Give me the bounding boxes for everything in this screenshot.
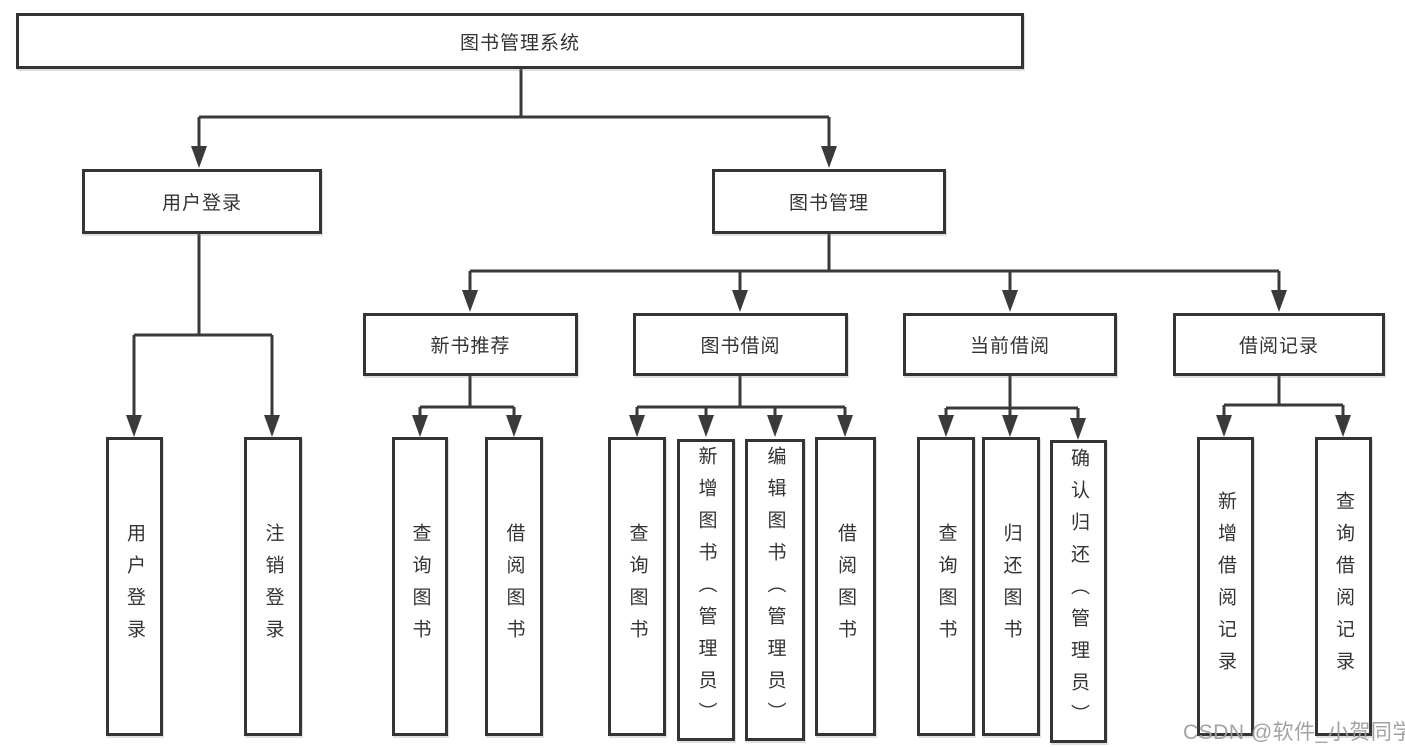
node-label: 借阅记录	[1238, 336, 1319, 357]
node-label: 借阅图书	[835, 522, 856, 651]
leaf-user-login: 用户登录	[106, 437, 163, 736]
node-label: 查询借阅记录	[1333, 490, 1354, 683]
node-current-borrowing: 当前借阅	[903, 313, 1117, 376]
node-label: 新增图书（管理员）	[695, 446, 717, 734]
node-label: 注销登录	[262, 522, 284, 651]
leaf-logout: 注销登录	[244, 437, 302, 736]
node-label: 当前借阅	[969, 336, 1050, 357]
node-new-book-recommend: 新书推荐	[363, 313, 578, 376]
node-label: 新增借阅记录	[1215, 490, 1236, 683]
node-label: 查询图书	[409, 522, 431, 651]
node-library-management-system: 图书管理系统	[16, 13, 1024, 69]
leaf-edit-books-admin: 编辑图书（管理员）	[745, 439, 805, 741]
node-book-borrowing: 图书借阅	[633, 313, 848, 376]
leaf-add-borrow-record: 新增借阅记录	[1197, 437, 1254, 736]
leaf-add-books-admin: 新增图书（管理员）	[677, 439, 735, 741]
node-label: 查询图书	[935, 522, 957, 651]
node-label: 图书管理系统	[459, 32, 580, 54]
node-label: 归还图书	[1000, 522, 1022, 651]
node-borrowing-records: 借阅记录	[1173, 313, 1385, 376]
leaf-query-borrow-record: 查询借阅记录	[1315, 437, 1372, 736]
node-label: 新书推荐	[430, 336, 511, 357]
node-label: 用户登录	[161, 193, 242, 214]
node-label: 查询图书	[626, 522, 648, 651]
node-user-login: 用户登录	[82, 169, 322, 234]
node-label: 编辑图书（管理员）	[764, 446, 786, 734]
node-label: 用户登录	[124, 522, 145, 651]
node-book-management: 图书管理	[712, 169, 946, 234]
node-label: 确认归还（管理员）	[1068, 447, 1089, 736]
leaf-query-books-current: 查询图书	[917, 437, 975, 736]
leaf-query-books-recommend: 查询图书	[392, 437, 448, 736]
node-label: 图书管理	[788, 193, 869, 214]
leaf-borrow-books: 借阅图书	[815, 437, 876, 736]
csdn-watermark: CSDN @软件_小贺同学	[1183, 721, 1405, 744]
leaf-borrow-books-recommend: 借阅图书	[485, 437, 543, 736]
node-label: 图书借阅	[700, 336, 781, 357]
node-label: 借阅图书	[503, 522, 525, 651]
leaf-return-books: 归还图书	[982, 437, 1040, 736]
leaf-confirm-return-admin: 确认归还（管理员）	[1050, 440, 1107, 743]
leaf-query-books-borrowing: 查询图书	[608, 437, 666, 736]
